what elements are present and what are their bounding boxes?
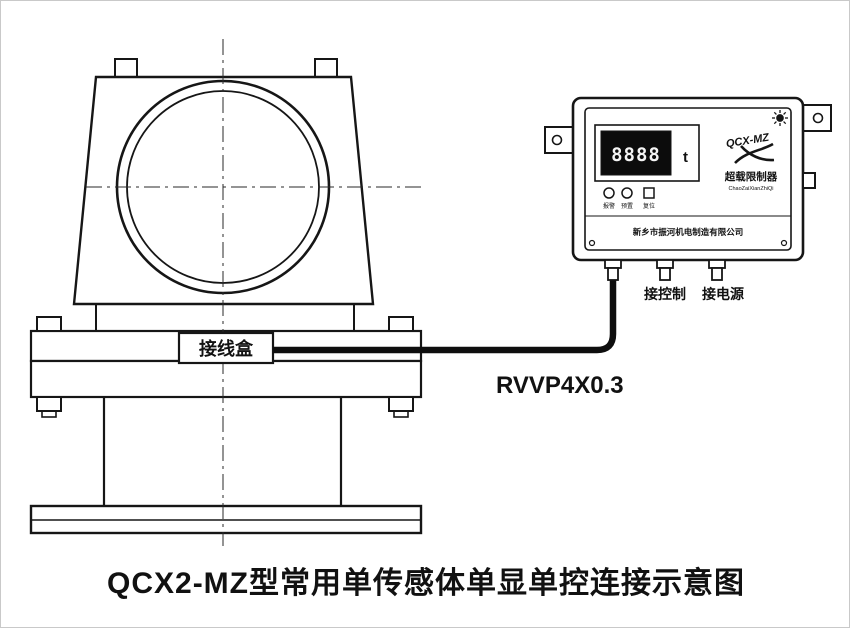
company-name: 新乡市振河机电制造有限公司 bbox=[633, 227, 744, 237]
connector-label-control: 接控制 bbox=[644, 286, 686, 302]
controller-panel bbox=[584, 107, 792, 251]
signal-cable bbox=[273, 280, 617, 354]
mounting-ear-left bbox=[544, 126, 574, 154]
housing-bolt-top-right bbox=[314, 58, 338, 78]
mounting-ear-right bbox=[802, 104, 832, 132]
display-screen bbox=[600, 130, 672, 176]
product-name-pinyin: ChaoZaiXianZhiQi bbox=[729, 186, 774, 192]
bearing-housing bbox=[72, 75, 375, 306]
indicator-label-2: 预置 bbox=[621, 202, 633, 210]
mounting-hole-right bbox=[812, 112, 824, 124]
housing-bolt-top-left bbox=[114, 58, 138, 78]
display-frame bbox=[594, 124, 700, 182]
cable-gland-power bbox=[708, 259, 726, 281]
connector-label-power: 接电源 bbox=[702, 286, 744, 302]
indicator-label-1: 报警 bbox=[603, 202, 615, 210]
flange-bolt-left bbox=[36, 316, 62, 418]
indicator-lamp-2 bbox=[621, 187, 633, 199]
product-name: 超载限制器 bbox=[724, 170, 778, 183]
controller-box: 8888 t QCX-MZ 超载限制器 ChaoZaiXianZhiQi 报警 … bbox=[544, 96, 832, 302]
panel-screw-left bbox=[588, 239, 596, 247]
flange-plate-bottom bbox=[29, 359, 423, 399]
housing-foot bbox=[95, 303, 355, 332]
indicator-lamp-1 bbox=[603, 187, 615, 199]
brand-logo-mark bbox=[734, 142, 775, 164]
display-value: 8888 bbox=[611, 144, 661, 166]
diagram-title: QCX2-MZ型常用单传感体单显单控连接示意图 bbox=[107, 566, 745, 600]
cable-label: RVVP4X0.3 bbox=[496, 372, 624, 399]
side-button bbox=[802, 172, 816, 189]
display-unit: t bbox=[683, 149, 688, 166]
cable-gland-sensor bbox=[604, 259, 622, 281]
junction-box-label: 接线盒 bbox=[199, 338, 254, 359]
cable-gland-control bbox=[656, 259, 674, 281]
mounting-hole-left bbox=[551, 134, 563, 146]
indicator-key-3 bbox=[643, 187, 655, 199]
flange-bolt-right bbox=[388, 316, 414, 418]
junction-box bbox=[177, 331, 275, 365]
cable-group: RVVP4X0.3 bbox=[273, 280, 624, 399]
panel-screw-right bbox=[780, 239, 788, 247]
sensor-drawing: 接线盒 bbox=[29, 39, 426, 546]
sun-icon bbox=[772, 110, 788, 126]
indicator-label-3: 复位 bbox=[643, 202, 655, 210]
